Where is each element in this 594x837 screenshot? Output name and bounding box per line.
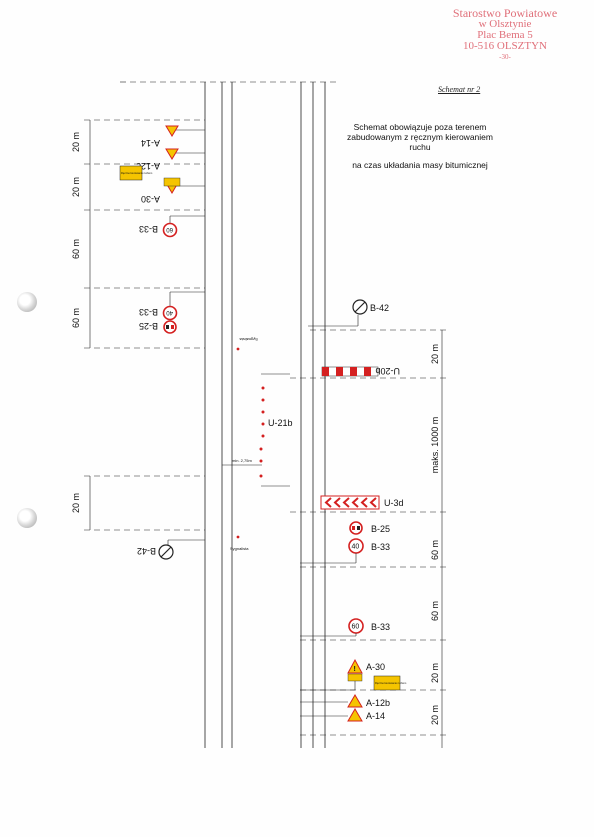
sign-a12b: A-12b [300,694,390,708]
stamp-line-1: Starostwo Powiatowe [452,6,558,20]
sign-a12c: A-12c [136,148,205,171]
sign-u20b-label: U-20b [375,366,400,376]
stamp-line-5: -30- [499,53,511,61]
plate-bottom-text: Ręczne kierowanie ruchem [375,681,406,685]
sign-a30-bottom-label: A-30 [366,662,385,672]
punch-hole-bottom [17,508,37,528]
schemat-label: Schemat nr 2 [438,85,481,94]
min-width-marker: min. 2,75m [222,458,262,466]
sign-b33-60-top: 60 B-33 [139,215,205,238]
speed-top-40: 40 [166,309,173,315]
chevron-u3d: U-3d [261,485,404,510]
right-dimension-lines [290,329,450,748]
plate-top-text: Ręczne kierowanie ruchem [121,171,152,175]
description-line-2: na czas układania masy bitumicznej [352,160,488,170]
sign-b42-left: B-42 [137,539,205,560]
sign-a30-bottom: ! A-30 [300,658,385,691]
scheme-description: Schemat obowiązuje poza terenem zabudowa… [345,122,495,178]
sygnalista-top-label: Sygnalista [239,337,258,342]
speed-top-60: 60 [166,226,173,232]
speed-bottom-60: 60 [352,624,360,631]
speed-bottom-40: 40 [352,544,360,551]
sign-a14-bottom-label: A-14 [366,711,385,721]
right-distance-3: 60 m [430,540,440,560]
sign-a30-top: A-30 [141,177,205,204]
road-lines [120,81,340,748]
sygnalista-bottom-label: Sygnalista [230,546,249,551]
min-width-label: min. 2,75m [232,458,252,463]
sign-b33-40-bottom: 40 B-33 [300,538,390,564]
office-stamp: Starostwo Powiatowe w Olsztynie Plac Bem… [430,6,580,63]
svg-text:!: ! [354,666,356,673]
right-distance-4: 60 m [430,601,440,621]
sign-b33-40-bottom-label: B-33 [371,542,390,552]
sign-b25-bottom: B-25 [349,521,390,535]
right-distance-5: 20 m [430,663,440,683]
sign-b42-left-label: B-42 [137,546,156,556]
left-distance-1: 20 m [71,132,81,152]
left-distance-3: 60 m [71,239,81,259]
sign-b33-60-top-label: B-33 [139,224,158,234]
barrier-u20b: U-20b [261,366,400,377]
sign-a14-top-label: A-14 [141,138,160,148]
sign-a30-top-label: A-30 [141,194,160,204]
left-distance-labels: 20 m 20 m 60 m 60 m 20 m [71,132,81,513]
sign-b33-60-bottom-label: B-33 [371,622,390,632]
sygnalista-bottom: Sygnalista [230,535,249,551]
sign-a12b-label: A-12b [366,698,390,708]
sign-b42-right: B-42 [308,299,389,327]
sign-b25-bottom-label: B-25 [371,524,390,534]
sygnalista-top: Sygnalista [236,337,258,351]
sign-b25-top-label: B-25 [139,321,158,331]
cones-u21b [259,386,265,478]
sign-u21b-label: U-21b [268,418,293,428]
sign-a12c-label: A-12c [136,161,160,171]
right-distance-1: 20 m [430,344,440,364]
right-distance-labels: 20 m maks. 1000 m 60 m 60 m 20 m 20 m [430,344,440,725]
sign-b33-40-top-label: B-33 [139,307,158,317]
sign-u3d-label: U-3d [384,498,404,508]
sign-b33-60-bottom: 60 B-33 [300,618,390,637]
description-line-1: Schemat obowiązuje poza terenem zabudowa… [347,122,493,152]
left-dimension-lines [84,119,205,531]
sign-b33-40-top: 40 B-33 [139,291,205,321]
sign-b42-right-label: B-42 [370,303,389,313]
stamp-line-4: 10-516 OLSZTYN [462,40,548,52]
sign-a14-top: A-14 [141,125,205,148]
left-distance-4: 60 m [71,308,81,328]
left-distance-2: 20 m [71,177,81,197]
stamp-line-2: w Olsztynie [478,18,532,30]
punch-hole-top [17,292,37,312]
stamp-line-3: Plac Bema 5 [477,29,533,41]
plate-manual-top: Ręczne kierowanie ruchem [119,165,152,181]
right-distance-6: 20 m [430,705,440,725]
left-distance-5: 20 m [71,493,81,513]
plate-manual-bottom: Ręczne kierowanie ruchem [373,675,406,691]
right-distance-2: maks. 1000 m [430,417,440,474]
sign-b25-top: B-25 [139,320,177,334]
sign-a14-bottom: A-14 [300,708,385,722]
